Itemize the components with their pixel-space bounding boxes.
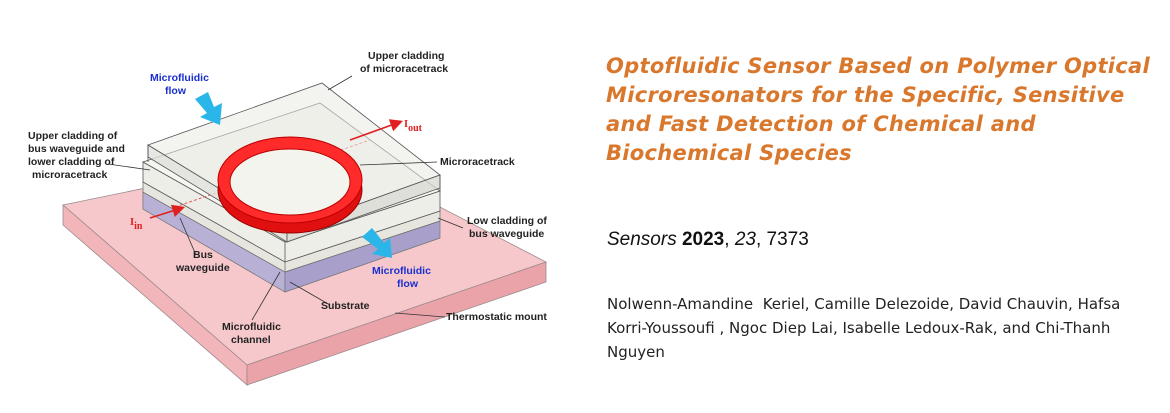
label-bus-waveguide: Bus waveguide bbox=[175, 249, 230, 274]
flow-arrow-bottom bbox=[362, 228, 392, 258]
microfluidic-channel bbox=[147, 145, 441, 191]
label-i-out: Iout bbox=[404, 119, 423, 134]
label-substrate: Substrate bbox=[321, 300, 370, 312]
volume: 23 bbox=[734, 229, 756, 250]
citation: Sensors 2023, 23, 7373 bbox=[607, 229, 809, 250]
leader-lines bbox=[107, 75, 464, 321]
label-i-in: Iin bbox=[130, 217, 143, 232]
label-microfluidic-flow-bottom: Microfluidic flow bbox=[372, 265, 434, 290]
author-list: Nolwenn-Amandine Keriel, Camille Delezoi… bbox=[607, 295, 1126, 361]
flow-arrow-top bbox=[195, 92, 222, 125]
device-schematic: Microfluidic flow Upper cladding of micr… bbox=[28, 50, 550, 386]
microracetrack-ring bbox=[217, 136, 363, 234]
publication-year: 2023 bbox=[681, 229, 725, 250]
article-number: 7373 bbox=[766, 229, 809, 250]
label-low-cladding-bus-waveguide: Low cladding of bus waveguide bbox=[467, 215, 550, 240]
label-upper-cladding-microracetrack: Upper cladding of microracetrack bbox=[360, 50, 448, 75]
label-microfluidic-channel: Microfluidic channel bbox=[222, 321, 284, 346]
paper-title: Optofluidic Sensor Based on Polymer Opti… bbox=[606, 54, 1151, 165]
label-upper-cladding-bus-waveguide: Upper cladding of bus waveguide and lowe… bbox=[28, 130, 128, 181]
journal-name: Sensors bbox=[607, 229, 677, 250]
input-intensity-arrow bbox=[149, 204, 186, 219]
output-intensity-arrow bbox=[349, 119, 404, 141]
label-microracetrack: Microracetrack bbox=[440, 156, 515, 168]
label-thermostatic-mount: Thermostatic mount bbox=[446, 311, 547, 323]
label-microfluidic-flow-top: Microfluidic flow bbox=[150, 72, 212, 97]
